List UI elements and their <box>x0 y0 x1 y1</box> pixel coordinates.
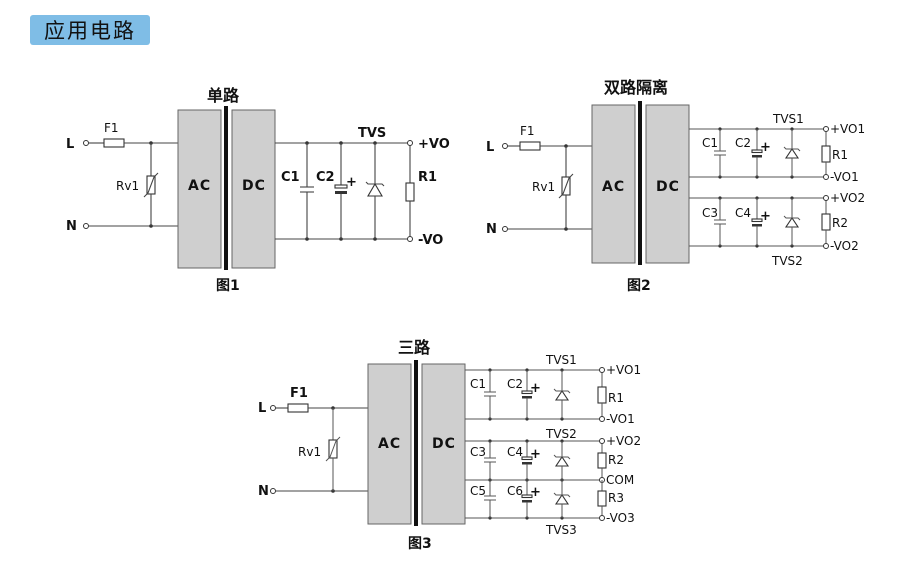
circuit-figure-2: 双路隔离 L N F1 Rv1 AC DC 图2 <box>486 78 865 294</box>
fig1-terminal-N <box>83 223 89 229</box>
fig3-dc-block <box>421 363 466 525</box>
fig3-fuse <box>287 403 309 413</box>
fig3-c2-plus: + <box>530 381 541 396</box>
fig2-dc-label: DC <box>656 179 680 195</box>
fig1-c1-label: C1 <box>281 170 300 185</box>
fig1-dc-block <box>231 109 276 269</box>
fig2-title: 双路隔离 <box>604 78 668 97</box>
fig1-vo-neg: -VO <box>418 233 443 248</box>
fig3-fuse-label: F1 <box>290 386 308 401</box>
fig2-vo1-pos: +VO1 <box>830 122 865 136</box>
fig3-dc-label: DC <box>432 436 456 452</box>
fig2-terminal-L-label: L <box>486 140 494 155</box>
circuit-figure-3: 三路 L N F1 Rv1 AC DC 图3 <box>258 338 641 552</box>
fig1-transformer-core <box>224 106 228 270</box>
fig3-ac-label: AC <box>378 436 401 452</box>
fig2-c3-label: C3 <box>702 206 718 220</box>
fig2-tvs1-label: TVS1 <box>772 112 804 126</box>
fig1-tvs-label: TVS <box>358 126 386 141</box>
fig1-fuse <box>103 138 125 148</box>
fig3-c4-plus: + <box>530 447 541 462</box>
fig1-c2-label: C2 <box>316 170 335 185</box>
fig3-c6-plus: + <box>530 485 541 500</box>
fig1-fuse-label: F1 <box>104 121 119 135</box>
fig1-terminal-N-label: N <box>66 219 77 234</box>
fig3-terminal-L-label: L <box>258 401 266 416</box>
fig3-r2-label: R2 <box>608 453 624 467</box>
fig1-ac-label: AC <box>188 178 211 194</box>
fig3-vo1-neg: -VO1 <box>606 412 635 426</box>
fig3-varistor-label: Rv1 <box>298 445 321 459</box>
fig2-ac-block <box>591 104 636 264</box>
fig3-c6-label: C6 <box>507 484 523 498</box>
fig3-c3-label: C3 <box>470 445 486 459</box>
fig1-terminal-L <box>83 140 89 146</box>
fig3-tvs2-label: TVS2 <box>545 427 577 441</box>
fig3-r3-label: R3 <box>608 491 624 505</box>
fig2-terminal-N-label: N <box>486 222 497 237</box>
fig3-ac-block <box>367 363 412 525</box>
fig2-vo2-neg: -VO2 <box>830 239 859 253</box>
fig2-varistor-label: Rv1 <box>532 180 555 194</box>
fig3-tvs3-label: TVS3 <box>545 523 577 537</box>
fig3-vo2-pos: +VO2 <box>606 434 641 448</box>
fig2-c4-label: C4 <box>735 206 751 220</box>
section-title: 应用电路 <box>30 15 150 45</box>
fig1-varistor-label: Rv1 <box>116 179 139 193</box>
fig2-r2-label: R2 <box>832 216 848 230</box>
fig3-com: COM <box>606 473 634 487</box>
fig3-caption: 图3 <box>408 536 432 552</box>
fig3-title: 三路 <box>398 338 431 357</box>
fig2-caption: 图2 <box>627 278 651 294</box>
fig1-title: 单路 <box>207 86 240 105</box>
fig3-vo3-neg: -VO3 <box>606 511 635 525</box>
fig3-r1-label: R1 <box>608 391 624 405</box>
fig2-fuse <box>519 141 541 151</box>
fig2-c2-label: C2 <box>735 136 751 150</box>
fig1-r1-label: R1 <box>418 170 437 185</box>
fig2-fuse-label: F1 <box>520 124 535 138</box>
fig3-c1-label: C1 <box>470 377 486 391</box>
fig3-c4-label: C4 <box>507 445 523 459</box>
fig3-terminal-N-label: N <box>258 484 269 499</box>
fig1-r1 <box>405 182 415 202</box>
fig1-vo-pos: +VO <box>418 137 450 152</box>
fig3-c5-label: C5 <box>470 484 486 498</box>
fig2-c2-plus: + <box>760 140 771 155</box>
fig2-ac-label: AC <box>602 179 625 195</box>
fig1-ac-block <box>177 109 222 269</box>
fig2-vo2-pos: +VO2 <box>830 191 865 205</box>
fig2-dc-block <box>645 104 690 264</box>
fig2-c1-label: C1 <box>702 136 718 150</box>
fig2-vo1-neg: -VO1 <box>830 170 859 184</box>
fig1-dc-label: DC <box>242 178 266 194</box>
fig1-caption: 图1 <box>216 278 240 294</box>
fig2-tvs2-label: TVS2 <box>771 254 803 268</box>
fig2-c4-plus: + <box>760 209 771 224</box>
fig3-c2-label: C2 <box>507 377 523 391</box>
fig2-r1-label: R1 <box>832 148 848 162</box>
fig1-terminal-L-label: L <box>66 137 74 152</box>
circuit-figure-1: 单路 L N F1 Rv1 AC DC 图1 C1 <box>66 86 450 294</box>
fig3-tvs1-label: TVS1 <box>545 353 577 367</box>
fig1-c2-plus: + <box>346 175 357 190</box>
fig3-vo1-pos: +VO1 <box>606 363 641 377</box>
